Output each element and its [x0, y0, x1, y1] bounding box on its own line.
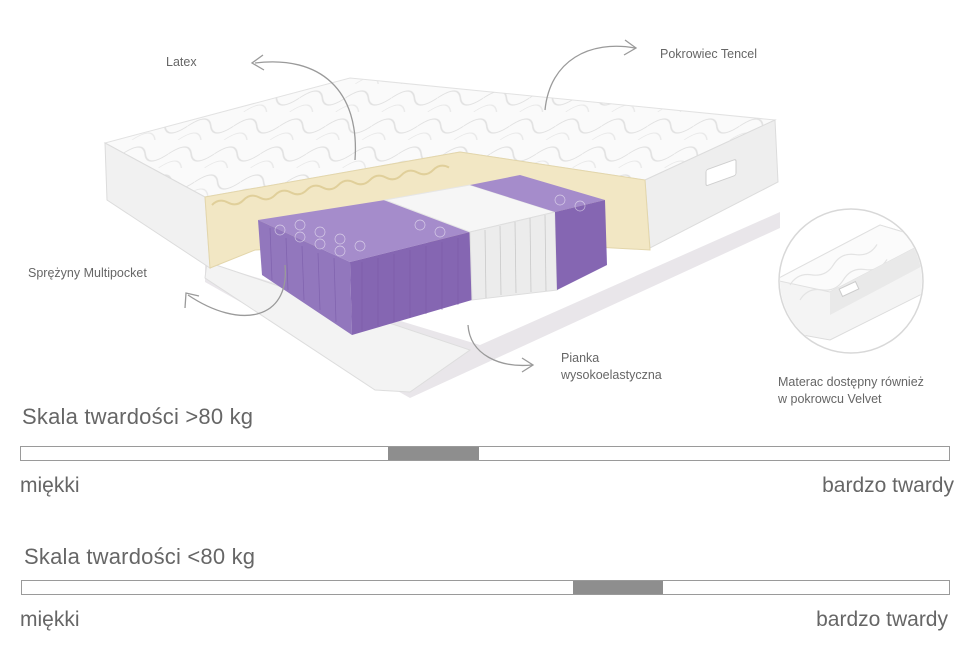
arrow-foam	[467, 324, 533, 367]
scale-2-bar	[21, 580, 950, 595]
scale-2-title: Skala twardości <80 kg	[24, 544, 256, 569]
callout-latex: Latex	[166, 55, 197, 69]
scale-2-min-label: miękki	[20, 608, 80, 631]
scale-1-title: Skala twardości >80 kg	[22, 404, 254, 429]
scale-2-max-label: bardzo twardy	[816, 608, 948, 631]
spring-block-left	[258, 200, 472, 335]
callout-foam-line1: Pianka	[561, 351, 600, 365]
arrow-springs	[187, 264, 286, 317]
scale-1-min-label: miękki	[20, 474, 80, 497]
callout-foam-line2: wysokoelastyczna	[561, 368, 662, 382]
callout-cover: Pokrowiec Tencel	[660, 47, 758, 61]
scale-1-bar	[20, 446, 950, 461]
callout-arrows	[184, 39, 638, 373]
callout-velvet: Materac dostępny również w pokrowcu Velv…	[778, 374, 924, 408]
callout-foam: Pianka wysokoelastyczna	[561, 350, 662, 384]
callout-springs: Sprężyny Multipocket	[28, 266, 147, 280]
velvet-inset	[778, 208, 924, 354]
spring-block-center	[383, 184, 558, 301]
arrow-latex	[254, 61, 357, 161]
spring-block-right	[470, 175, 607, 290]
mattress-bottom-layer	[204, 261, 472, 393]
scale-2-marker	[572, 581, 663, 594]
scale-1-marker	[388, 447, 480, 460]
callout-velvet-line1: Materac dostępny również	[778, 375, 924, 389]
arrow-cover	[544, 45, 636, 111]
scale-1-max-label: bardzo twardy	[822, 474, 954, 497]
callout-velvet-line2: w pokrowcu Velvet	[778, 392, 882, 406]
